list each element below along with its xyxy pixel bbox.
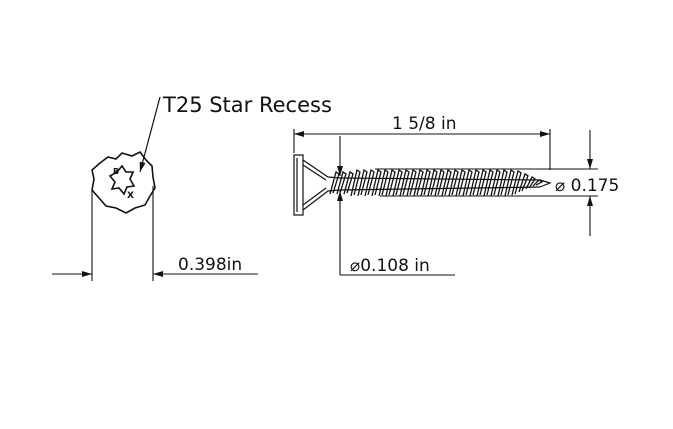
thread xyxy=(392,168,403,197)
thread xyxy=(399,168,410,197)
thread xyxy=(406,168,417,197)
thread xyxy=(532,179,544,187)
thread xyxy=(497,168,508,197)
head-diameter-label: 0.398in xyxy=(178,255,242,275)
thread xyxy=(413,168,424,197)
head-diameter-dimension xyxy=(52,186,258,281)
thread xyxy=(420,168,431,197)
shank-diameter-dimension xyxy=(337,136,455,276)
thread xyxy=(357,168,368,197)
thread xyxy=(364,168,375,197)
thread xyxy=(350,168,361,197)
thread xyxy=(427,168,438,197)
thread xyxy=(441,168,452,197)
thread xyxy=(490,168,501,197)
thread xyxy=(469,168,480,197)
thread xyxy=(483,168,494,197)
thread xyxy=(462,168,473,197)
recess-label: T25 Star Recess xyxy=(162,93,332,117)
head-mark-x: X xyxy=(127,191,134,201)
thread xyxy=(434,168,445,197)
thread-diameter-label: ⌀ 0.175 xyxy=(555,176,619,196)
screw-side-view xyxy=(293,154,552,216)
head-end-view xyxy=(91,150,156,214)
thread xyxy=(448,168,459,197)
thread xyxy=(525,175,536,190)
shank-diameter-label: ⌀0.108 in xyxy=(350,256,430,276)
length-label: 1 5/8 in xyxy=(392,114,456,134)
length-dimension xyxy=(293,129,551,170)
thread xyxy=(511,169,522,196)
thread-diameter-dimension xyxy=(375,130,598,236)
thread xyxy=(336,170,347,195)
thread xyxy=(518,172,529,193)
head-mark-b: B xyxy=(113,167,119,176)
star-recess xyxy=(108,164,136,196)
thread xyxy=(371,168,382,197)
thread xyxy=(343,170,354,195)
thread xyxy=(378,168,389,197)
thread xyxy=(385,168,396,197)
thread xyxy=(504,168,515,197)
recess-leader xyxy=(139,96,161,173)
thread xyxy=(455,168,466,197)
thread xyxy=(476,168,487,197)
